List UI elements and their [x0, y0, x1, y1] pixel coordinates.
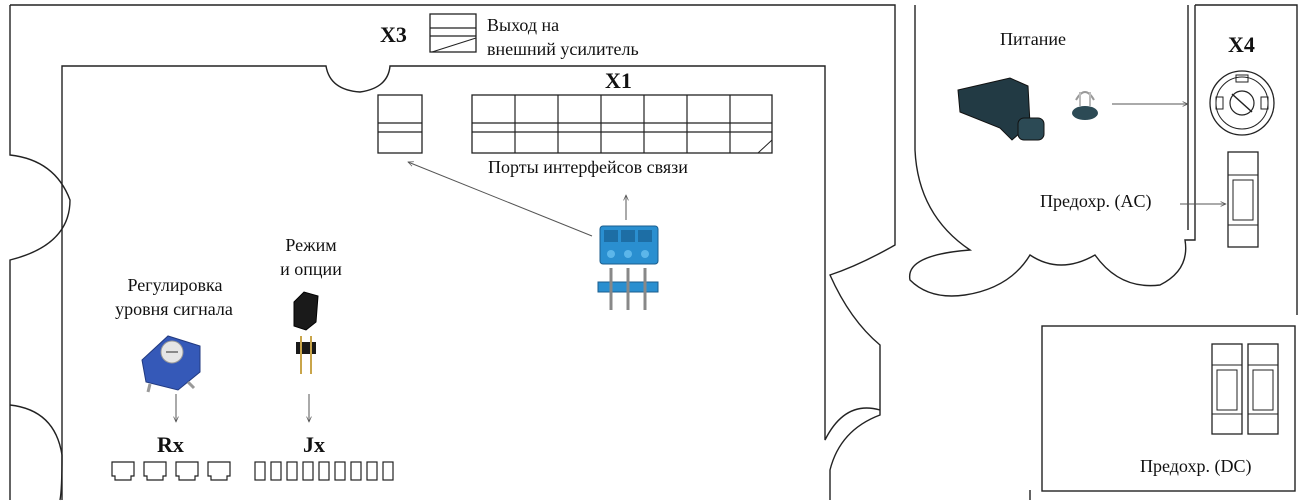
board-outline	[61, 65, 881, 500]
output-label-line2: внешний усилитель	[487, 39, 639, 59]
x4-label: X4	[1228, 32, 1255, 57]
rx-label: Rx	[157, 432, 184, 457]
level-label-line1: Регулировка	[127, 275, 223, 295]
mode-label-line2: и опции	[280, 259, 342, 279]
fuse-dc-holders	[1211, 343, 1279, 435]
dc-section-box	[1041, 325, 1296, 492]
x2-connector	[377, 94, 423, 154]
power-section-outline	[909, 5, 1196, 297]
x1-connector	[471, 94, 773, 154]
mode-label-line1: Режим	[285, 235, 337, 255]
blue-terminal-block-icon	[597, 225, 659, 310]
level-label-line2: уровня сигнала	[115, 299, 233, 319]
jumper-cap-icon	[293, 291, 319, 374]
trimmer-potentiometer-icon	[141, 335, 201, 393]
rx-pads	[111, 461, 231, 481]
power-label: Питание	[1000, 29, 1066, 49]
power-connector-plug-icon	[957, 77, 1098, 141]
ports-label: Порты интерфейсов связи	[488, 157, 688, 177]
x4-socket-icon	[1209, 70, 1275, 136]
jx-label: Jx	[303, 432, 325, 457]
fuse-dc-label: Предохр. (DC)	[1140, 456, 1252, 476]
fuse-ac-holder	[1227, 151, 1259, 248]
enclosure-outline	[9, 4, 896, 500]
jx-pads	[254, 461, 394, 481]
fuse-ac-label: Предохр. (AC)	[1040, 191, 1152, 211]
x3-label: X3	[380, 22, 407, 47]
x1-label: X1	[605, 68, 632, 93]
x3-connector	[429, 13, 477, 53]
output-label-line1: Выход на	[487, 15, 560, 35]
